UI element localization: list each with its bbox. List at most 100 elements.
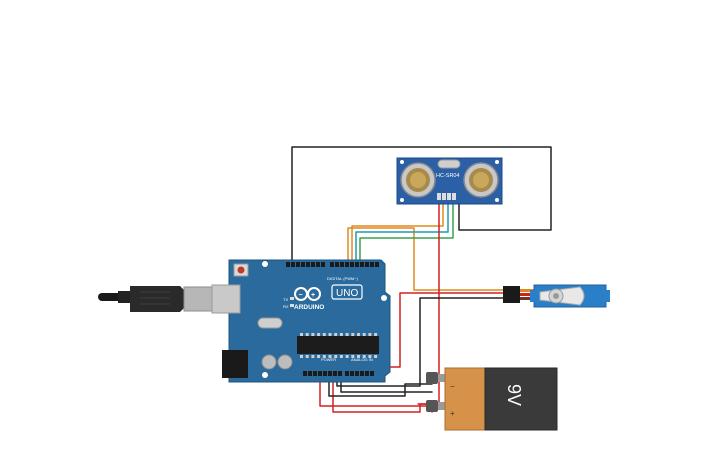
header-pin[interactable] <box>311 262 315 267</box>
header-pin[interactable] <box>355 262 359 267</box>
servo-motor[interactable] <box>503 284 610 308</box>
usb-strain-relief <box>118 291 130 303</box>
arduino-model: UNO <box>336 288 358 299</box>
wire-sensor-trig[interactable] <box>351 199 444 263</box>
transducer-left <box>400 162 436 198</box>
mount-hole <box>400 198 404 202</box>
battery-clip-top <box>426 372 438 384</box>
chip-pin <box>300 355 303 358</box>
header-pin[interactable] <box>303 371 307 376</box>
mount-hole <box>381 295 387 301</box>
chip-pin <box>345 355 349 358</box>
wire-servo-signal[interactable] <box>347 227 504 291</box>
chip-pin <box>362 333 366 336</box>
chip-pin <box>362 355 366 358</box>
mount-hole <box>495 198 499 202</box>
header-pin[interactable] <box>306 262 310 267</box>
chip-pin <box>351 355 355 358</box>
chip-pin <box>300 333 303 336</box>
battery-body <box>484 367 558 431</box>
mount-hole <box>262 261 268 267</box>
sensor-model: HC-SR04 <box>436 173 460 179</box>
header-pin[interactable] <box>365 262 369 267</box>
header-pin[interactable] <box>360 262 364 267</box>
header-pin[interactable] <box>340 262 344 267</box>
header-pin[interactable] <box>360 371 364 376</box>
sensor-pins <box>437 193 456 200</box>
header-pin[interactable] <box>308 371 312 376</box>
wire-battery-minus-2[interactable] <box>328 375 433 397</box>
header-pin[interactable] <box>313 371 317 376</box>
chip-pin <box>339 355 343 358</box>
header-pin[interactable] <box>321 262 325 267</box>
chip-pin <box>334 333 338 336</box>
battery-clip-bottom <box>426 400 438 412</box>
servo-screw <box>553 293 559 299</box>
header-pin[interactable] <box>375 262 379 267</box>
servo-wire-brown <box>520 297 534 300</box>
header-pin[interactable] <box>328 371 332 376</box>
mount-hole <box>400 160 404 164</box>
header-pin[interactable] <box>291 262 295 267</box>
header-pin[interactable] <box>316 262 320 267</box>
header-pin[interactable] <box>318 371 322 376</box>
servo-wire-orange <box>520 289 534 292</box>
header-pin[interactable] <box>296 262 300 267</box>
header-pin[interactable] <box>345 262 349 267</box>
wire-sensor-signal[interactable] <box>359 199 454 263</box>
chip-pins <box>300 333 378 358</box>
power-header <box>303 371 342 376</box>
chip-pin <box>357 355 360 358</box>
chip-pin <box>368 333 372 336</box>
hc-sr04-sensor[interactable]: HC-SR04 <box>396 157 503 205</box>
header-pin[interactable] <box>370 262 374 267</box>
header-pin[interactable] <box>370 371 374 376</box>
chip-pin <box>374 333 378 336</box>
usb-cable[interactable] <box>98 286 213 312</box>
header-pin[interactable] <box>355 371 359 376</box>
digital-header-label: DIGITAL (PWM~) <box>327 276 359 281</box>
chip-pin <box>339 333 343 336</box>
servo-tab <box>604 290 610 302</box>
chip-pin <box>322 333 326 336</box>
header-pin[interactable] <box>286 262 290 267</box>
header-pin[interactable] <box>301 262 305 267</box>
wire-sensor-gnd[interactable] <box>291 146 552 263</box>
header-pin[interactable] <box>350 262 354 267</box>
rx-label: RX <box>283 304 289 309</box>
chip-pin <box>328 333 332 336</box>
power-label: POWER <box>321 357 336 362</box>
battery-terminal-minus <box>438 374 446 382</box>
svg-text:−: − <box>299 292 303 299</box>
header-pin[interactable] <box>335 262 339 267</box>
arduino-logo: − + <box>294 287 321 301</box>
capacitor <box>261 354 277 370</box>
usb-port <box>211 284 241 314</box>
battery-plus-label: + <box>450 409 455 418</box>
usb-cable-end <box>98 293 122 301</box>
transducer-right <box>463 162 499 198</box>
header-pin[interactable] <box>338 371 342 376</box>
chip-pin <box>328 355 332 358</box>
arduino-uno-board[interactable]: − + ARDUINO UNO DIGITAL (PWM~) TX RX POW… <box>211 259 391 383</box>
tx-label: TX <box>283 297 288 302</box>
uno-badge <box>331 284 363 300</box>
battery-9v[interactable]: − + 9V <box>426 367 558 431</box>
chip-pin <box>317 355 321 358</box>
header-pin[interactable] <box>323 371 327 376</box>
header-pin[interactable] <box>365 371 369 376</box>
header-pin[interactable] <box>345 371 349 376</box>
chip-pin <box>311 355 315 358</box>
chip-pin <box>351 333 355 336</box>
wire-battery-plus[interactable] <box>319 375 433 407</box>
battery-cap <box>444 367 486 431</box>
tx-led <box>290 297 294 300</box>
wire-servo-gnd[interactable] <box>336 297 504 387</box>
header-pin[interactable] <box>330 262 334 267</box>
reset-button-cap[interactable] <box>237 266 245 274</box>
sensor-crystal <box>437 159 461 169</box>
wire-sensor-echo[interactable] <box>355 199 449 263</box>
header-pin[interactable] <box>333 371 337 376</box>
mount-hole <box>262 372 268 378</box>
header-pin[interactable] <box>350 371 354 376</box>
